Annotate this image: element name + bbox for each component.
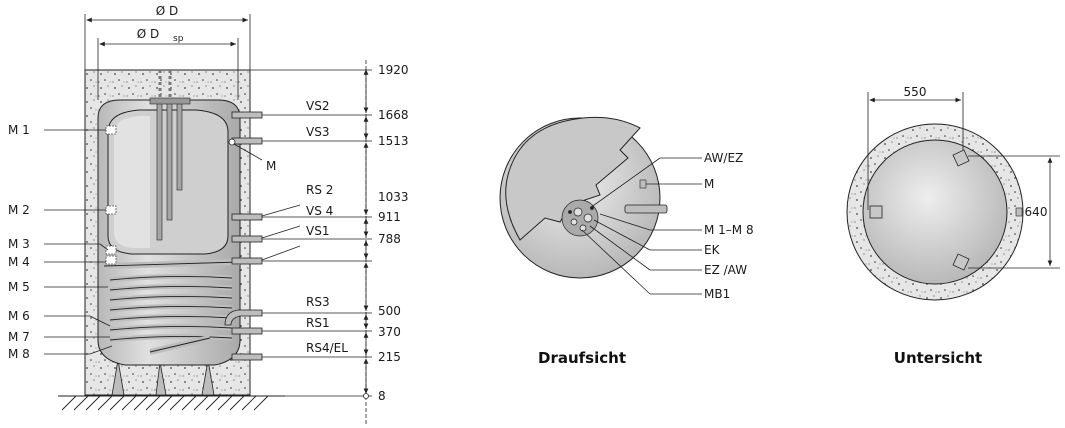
- top-view-leaders: [581, 157, 702, 295]
- side-view: Ø D Ø D sp: [8, 4, 409, 425]
- height-500: 500: [378, 304, 401, 318]
- storage-diameter-label: Ø D: [137, 27, 160, 41]
- height-1513: 1513: [378, 134, 409, 148]
- dim-640: 640: [1025, 205, 1048, 219]
- label-aw-ez: AW/EZ: [704, 151, 743, 165]
- label-rs3: RS3: [306, 295, 330, 309]
- top-view: AW/EZ M M 1–M 8 EK EZ /AW MB1 Draufsicht: [499, 116, 754, 367]
- dim-550: 550: [904, 85, 927, 99]
- height-1920: 1920: [378, 63, 409, 77]
- caption-untersicht: Untersicht: [894, 349, 982, 367]
- sensor-leaders: [44, 129, 113, 355]
- label-m8: M 8: [8, 347, 30, 361]
- outer-diameter-label: Ø D: [156, 4, 179, 18]
- label-rs2: RS 2: [306, 183, 333, 197]
- label-vs3: VS3: [306, 125, 329, 139]
- sensor-port-m: [228, 138, 236, 146]
- height-215: 215: [378, 350, 401, 364]
- label-rs1: RS1: [306, 316, 330, 330]
- label-vs4: VS 4: [306, 204, 333, 218]
- height-8: 8: [378, 389, 386, 403]
- bottom-view: 550 640 Untersicht: [846, 85, 1060, 367]
- label-m6: M 6: [8, 309, 30, 323]
- connection-leaders: [261, 204, 301, 261]
- label-m5: M 5: [8, 280, 30, 294]
- label-ek: EK: [704, 243, 721, 257]
- label-m-top: M: [704, 177, 714, 191]
- label-ez-aw: EZ /AW: [704, 263, 747, 277]
- top-view-port-m: [639, 179, 647, 189]
- top-view-insulation-cutaway: [505, 116, 641, 241]
- label-vs2: VS2: [306, 99, 329, 113]
- height-370: 370: [378, 325, 401, 339]
- label-vs1: VS1: [306, 224, 329, 238]
- bottom-view-dimensions: [867, 92, 1060, 269]
- label-m1: M 1: [8, 123, 30, 137]
- ground-hatch: [58, 395, 285, 411]
- leader-m: [233, 143, 263, 161]
- label-m2: M 2: [8, 203, 30, 217]
- diameter-dimensions: [84, 14, 251, 100]
- height-dimension-chain: [363, 60, 369, 425]
- bottom-view-tank: [862, 139, 1008, 285]
- tank-legs: [111, 359, 215, 396]
- height-911: 911: [378, 210, 401, 224]
- immersion-rods: [149, 70, 191, 241]
- heating-coil: [103, 259, 241, 355]
- label-mb1: MB1: [704, 287, 730, 301]
- label-m7: M 7: [8, 330, 30, 344]
- bottom-view-port: [1015, 207, 1023, 217]
- label-m-side: M: [266, 159, 276, 173]
- top-view-pipe: [624, 204, 668, 214]
- top-view-flange: [561, 199, 599, 237]
- height-1033: 1033: [378, 190, 409, 204]
- label-m3: M 3: [8, 237, 30, 251]
- storage-diameter-subscript: sp: [173, 34, 184, 44]
- label-rs4-el: RS4/EL: [306, 341, 348, 355]
- caption-draufsicht: Draufsicht: [538, 349, 626, 367]
- height-leaders: [250, 69, 372, 397]
- bottom-view-feet: [869, 149, 970, 271]
- label-m4: M 4: [8, 255, 30, 269]
- label-m1-m8: M 1–M 8: [704, 223, 754, 237]
- height-788: 788: [378, 232, 401, 246]
- height-1668: 1668: [378, 108, 409, 122]
